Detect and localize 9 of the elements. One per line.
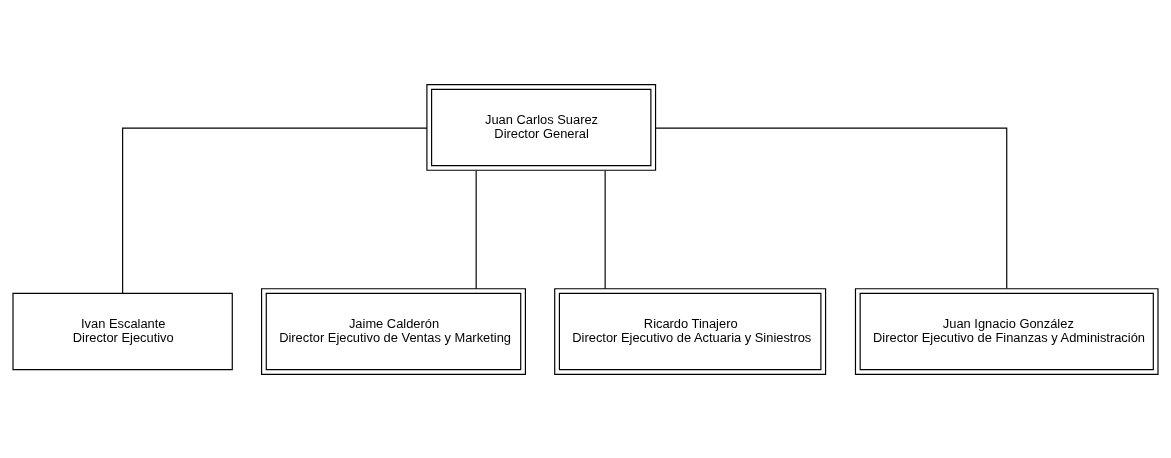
node-box: Jaime Calderón Director Ejecutivo de Ventas y Marketing xyxy=(261,287,526,375)
node-box: Ricardo Tinajero Director Ejecutivo de Actuaria y Siniestros xyxy=(554,287,827,375)
connector xyxy=(655,127,1008,289)
connector xyxy=(475,169,477,289)
connector xyxy=(122,127,428,294)
node-box: Ivan Escalante Director Ejecutivo xyxy=(12,292,233,370)
node-box: Juan Ignacio González Director Ejecutivo de Finanzas y Administración xyxy=(854,287,1159,375)
node-box: Juan Carlos Suarez Director General xyxy=(426,83,657,171)
connector xyxy=(604,169,606,289)
